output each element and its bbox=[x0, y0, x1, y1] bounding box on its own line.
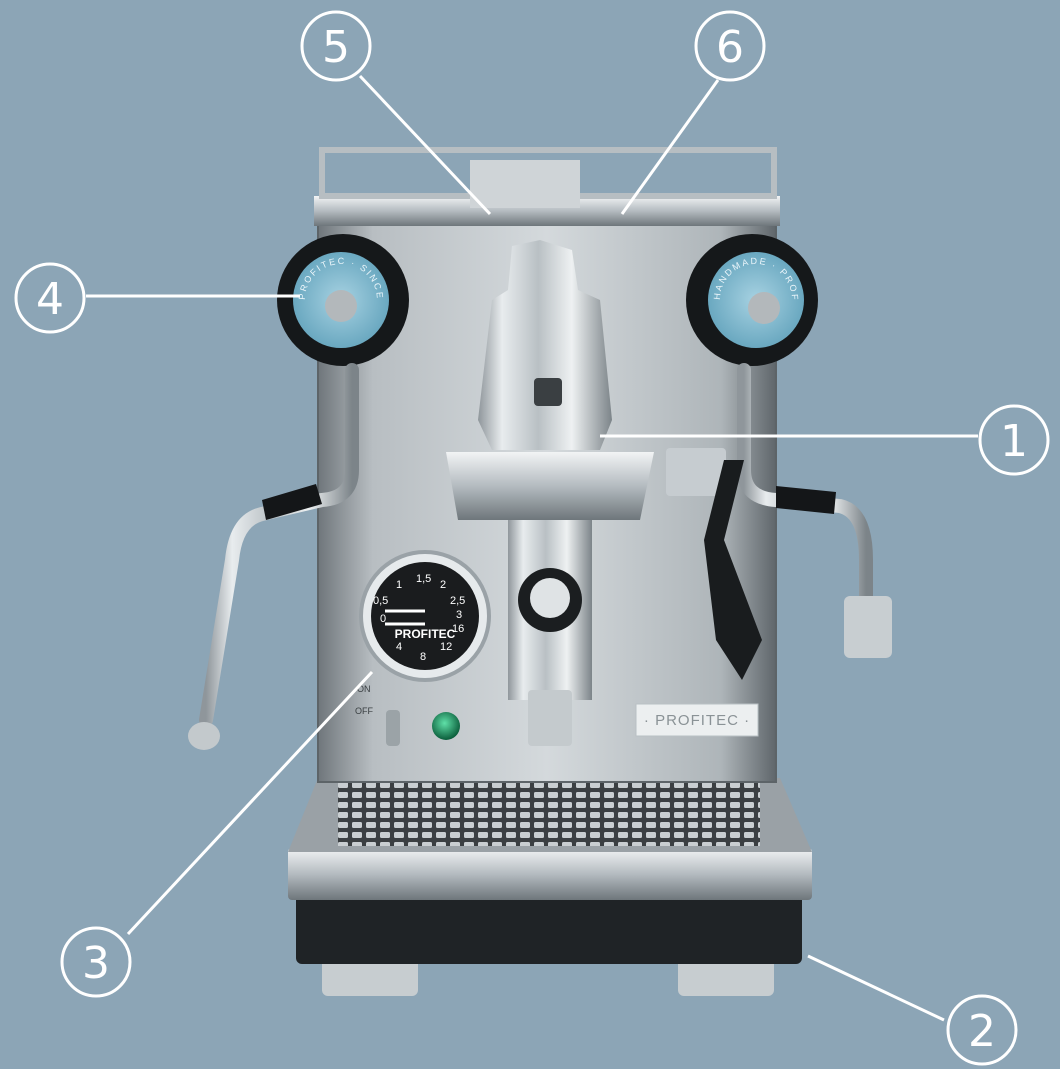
callout-5-number: 5 bbox=[322, 22, 350, 73]
gauge-scale-2-5: 2,5 bbox=[450, 595, 465, 607]
callout-6-number: 6 bbox=[716, 22, 744, 73]
gauge-scale-0-5: 0,5 bbox=[373, 595, 388, 607]
gauge-scale-4: 4 bbox=[396, 641, 402, 653]
pressure-gauge: 0,5 1 1,5 2 2,5 3 16 12 8 4 0 PROFITEC bbox=[361, 552, 489, 680]
callout-1-number: 1 bbox=[1000, 416, 1028, 467]
callout-2: 2 bbox=[948, 996, 1016, 1064]
gauge-scale-1: 1 bbox=[396, 579, 402, 591]
callout-3: 3 bbox=[62, 928, 130, 996]
gauge-scale-12: 12 bbox=[440, 641, 452, 653]
gauge-brand: PROFITEC bbox=[395, 627, 456, 641]
callout-5: 5 bbox=[302, 12, 370, 80]
machine-base bbox=[296, 892, 802, 996]
gauge-scale-8: 8 bbox=[420, 651, 426, 663]
callout-1: 1 bbox=[980, 406, 1048, 474]
cup-tray bbox=[314, 150, 780, 226]
callout-4: 4 bbox=[16, 264, 84, 332]
front-badge: · PROFITEC · bbox=[644, 712, 750, 729]
gauge-scale-2: 2 bbox=[440, 579, 446, 591]
power-lamp bbox=[432, 712, 460, 740]
gauge-scale-3: 3 bbox=[456, 609, 462, 621]
callout-3-number: 3 bbox=[82, 938, 110, 989]
drip-tray bbox=[288, 778, 812, 900]
callout-4-number: 4 bbox=[36, 274, 64, 325]
callout-2-number: 2 bbox=[968, 1006, 996, 1057]
callout-6: 6 bbox=[696, 12, 764, 80]
switch-label-off: OFF bbox=[355, 706, 373, 716]
gauge-scale-1-5: 1,5 bbox=[416, 573, 431, 585]
